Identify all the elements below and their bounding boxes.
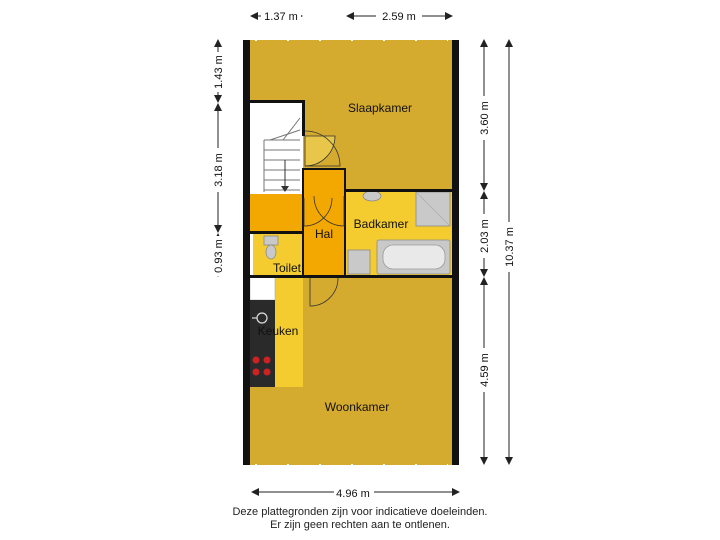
door-bath-arc (313, 195, 345, 227)
wall-middle (250, 275, 452, 278)
room-label-toilet: Toilet (273, 261, 302, 275)
dim-label-top-right: 2.59 m (382, 11, 416, 23)
dim-label-right-total: 10.37 m (504, 227, 516, 267)
walls (243, 39, 459, 466)
wall-stair-right (302, 100, 305, 136)
dim-label-right-top: 3.60 m (479, 101, 491, 135)
bathroom-sink (362, 190, 382, 202)
bathroom-toilet (347, 249, 371, 275)
disclaimer-line-1: Deze plattegronden zijn voor indicatieve… (232, 506, 488, 518)
dim-label-right-bottom: 4.59 m (479, 353, 491, 387)
stairwell (250, 102, 303, 194)
wall-right (452, 40, 459, 465)
wall-hal-left (302, 168, 304, 276)
dim-label-right-middle: 2.03 m (479, 219, 491, 253)
wall-toilet-top (250, 231, 304, 234)
wall-hal-right (344, 168, 346, 276)
stove-burner-icon (263, 356, 271, 364)
stove-burner-icon (252, 356, 260, 364)
room-label-hal: Hal (315, 227, 333, 241)
kitchen-counter (249, 275, 276, 301)
toilet-bowl (265, 244, 277, 260)
door-slaapkamer-arc (304, 130, 341, 167)
door-woonkamer-arc (309, 277, 339, 307)
dim-label-top-left: 1.37 m (264, 11, 298, 23)
fixtures (250, 190, 451, 387)
dim-label-left-bottom: 0.93 m (213, 239, 225, 273)
room-slaapkamer (250, 40, 452, 190)
room-label-woonkamer: Woonkamer (325, 400, 389, 414)
room-hal (303, 168, 346, 276)
disclaimer-line-2: Er zijn geen rechten aan te ontlenen. (270, 519, 450, 531)
wall-left (243, 40, 250, 465)
wall-stair-top (250, 100, 304, 103)
stairs (263, 117, 301, 192)
dim-label-left-top: 1.43 m (213, 55, 225, 89)
wall-bath-top (344, 189, 452, 192)
doors (303, 130, 345, 307)
stove-burner-icon (252, 368, 260, 376)
room-label-keuken: Keuken (258, 324, 299, 338)
room-landing (250, 194, 303, 232)
wall-hal-top (302, 168, 346, 170)
bathtub-basin (382, 244, 446, 270)
room-fills (249, 40, 452, 465)
room-keuken (275, 276, 303, 387)
room-label-badkamer: Badkamer (354, 217, 409, 231)
stove-burner-icon (263, 368, 271, 376)
toilet-cistern (263, 235, 279, 246)
room-label-slaapkamer: Slaapkamer (348, 101, 412, 115)
dim-label-left-middle: 3.18 m (213, 153, 225, 187)
dim-label-bottom: 4.96 m (336, 488, 370, 500)
door-hal-arc (303, 197, 333, 227)
